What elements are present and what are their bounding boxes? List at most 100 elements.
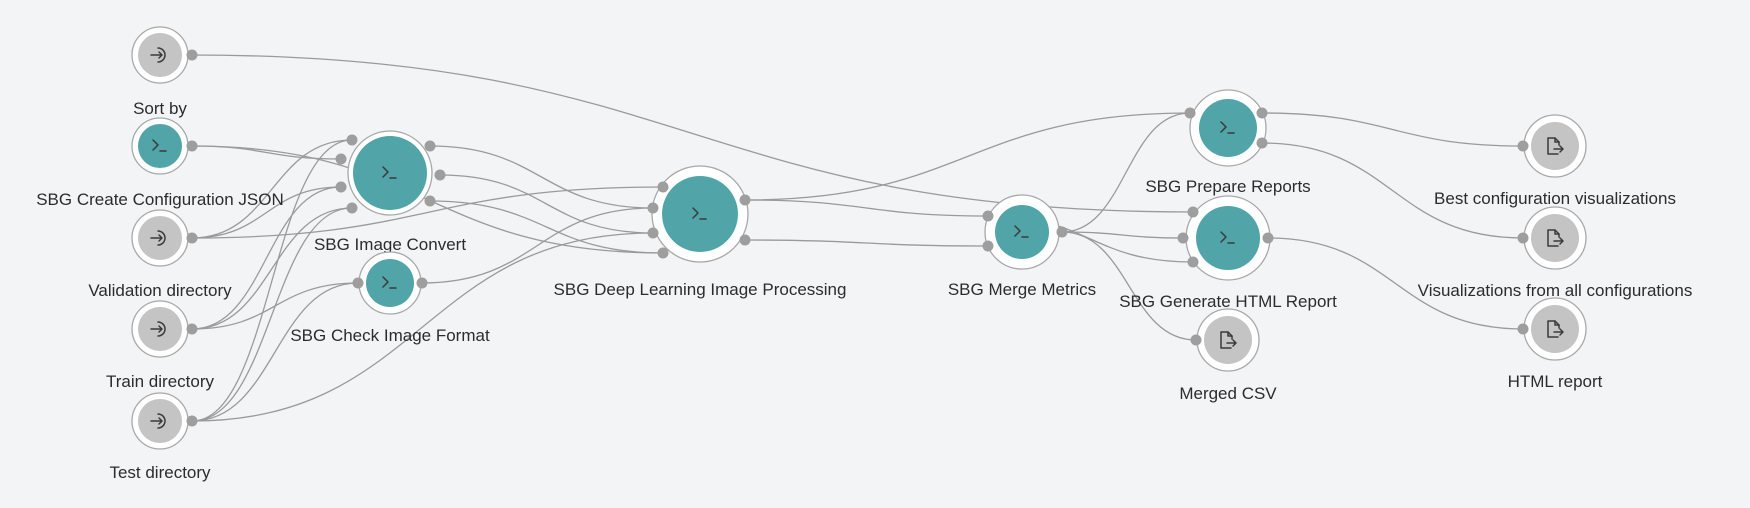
workflow-node-create-config[interactable]: SBG Create Configuration JSON (36, 117, 284, 209)
node-body (995, 205, 1049, 259)
node-port[interactable] (352, 277, 364, 289)
workflow-node-merge-metrics[interactable]: SBG Merge Metrics (948, 194, 1096, 299)
node-port[interactable] (434, 169, 446, 181)
terminal-icon (692, 207, 707, 220)
node-body (1531, 122, 1579, 170)
connection-edge[interactable] (421, 207, 654, 284)
terminal-icon (382, 276, 397, 289)
node-port[interactable] (186, 49, 198, 61)
node-port[interactable] (1517, 140, 1529, 152)
workflow-node-deep-learning[interactable]: SBG Deep Learning Image Processing (554, 165, 847, 299)
connection-edge[interactable] (191, 186, 342, 330)
workflow-node-prepare-reports[interactable]: SBG Prepare Reports (1145, 89, 1311, 196)
node-port[interactable] (1256, 137, 1268, 149)
connection-edge[interactable] (744, 239, 989, 247)
connection-edge[interactable] (429, 145, 654, 209)
terminal-icon (382, 166, 397, 179)
workflow-node-merged-csv[interactable]: Merged CSV (1179, 308, 1277, 403)
terminal-icon (1220, 121, 1235, 134)
node-port[interactable] (1262, 232, 1274, 244)
node-port[interactable] (982, 240, 994, 252)
connection-edge[interactable] (191, 207, 353, 422)
connection-edge[interactable] (1267, 237, 1524, 330)
output-icon (1547, 137, 1564, 155)
connection-edge[interactable] (191, 186, 342, 239)
node-label: Validation directory (88, 281, 232, 300)
connection-edge[interactable] (191, 139, 353, 422)
node-body (138, 124, 182, 168)
node-port[interactable] (1187, 256, 1199, 268)
node-body (1531, 305, 1579, 353)
node-port[interactable] (186, 323, 198, 335)
workflow-node-image-convert[interactable]: SBG Image Convert (314, 130, 466, 254)
node-port[interactable] (657, 247, 669, 259)
workflow-node-test-dir[interactable]: Test directory (109, 392, 211, 482)
workflow-node-html-report[interactable]: HTML report (1508, 297, 1603, 391)
node-port[interactable] (186, 232, 198, 244)
connection-edge[interactable] (191, 232, 654, 422)
node-label: SBG Generate HTML Report (1119, 292, 1337, 311)
connection-edge[interactable] (191, 207, 353, 330)
node-port[interactable] (1187, 206, 1199, 218)
node-port[interactable] (647, 202, 659, 214)
node-body (353, 136, 427, 210)
connection-edge[interactable] (191, 139, 353, 239)
node-port[interactable] (186, 140, 198, 152)
node-port[interactable] (1256, 107, 1268, 119)
input-icon (150, 47, 166, 63)
workflow-node-gen-html[interactable]: SBG Generate HTML Report (1119, 195, 1337, 311)
output-icon (1220, 331, 1237, 349)
edge-layer (191, 54, 1524, 422)
node-body (1199, 99, 1257, 157)
connection-edge[interactable] (1061, 112, 1191, 233)
node-port[interactable] (657, 181, 669, 193)
node-port[interactable] (346, 202, 358, 214)
connection-edge[interactable] (744, 112, 1191, 201)
node-port[interactable] (424, 140, 436, 152)
node-label: Merged CSV (1179, 384, 1277, 403)
node-label: Sort by (133, 99, 187, 118)
workflow-node-check-format[interactable]: SBG Check Image Format (290, 251, 490, 345)
terminal-icon (1220, 231, 1235, 244)
connection-edge[interactable] (191, 282, 359, 422)
node-port[interactable] (186, 415, 198, 427)
connection-edge[interactable] (1061, 231, 1184, 239)
workflow-node-validation-dir[interactable]: Validation directory (88, 209, 232, 300)
workflow-node-train-dir[interactable]: Train directory (106, 300, 215, 391)
node-port[interactable] (1190, 334, 1202, 346)
port-layer (186, 49, 1529, 427)
node-port[interactable] (416, 277, 428, 289)
node-port[interactable] (424, 195, 436, 207)
node-port[interactable] (335, 181, 347, 193)
node-port[interactable] (647, 227, 659, 239)
node-port[interactable] (335, 153, 347, 165)
node-port[interactable] (739, 234, 751, 246)
node-label: Test directory (109, 463, 211, 482)
node-label: SBG Prepare Reports (1145, 177, 1310, 196)
workflow-node-sort-by[interactable]: Sort by (131, 26, 189, 118)
input-icon (150, 413, 166, 429)
connection-edge[interactable] (439, 174, 654, 234)
workflow-node-all-config-vis[interactable]: Visualizations from all configurations (1418, 206, 1693, 300)
workflow-node-best-config-vis[interactable]: Best configuration visualizations (1434, 114, 1676, 208)
node-label: SBG Image Convert (314, 235, 466, 254)
connection-edge[interactable] (1261, 112, 1524, 147)
connection-edge[interactable] (191, 186, 664, 239)
node-label: Train directory (106, 372, 215, 391)
node-port[interactable] (739, 194, 751, 206)
connection-edge[interactable] (744, 199, 989, 217)
node-port[interactable] (1184, 107, 1196, 119)
connection-edge[interactable] (429, 200, 664, 254)
node-label: Best configuration visualizations (1434, 189, 1676, 208)
connection-edge[interactable] (191, 145, 342, 160)
node-port[interactable] (1177, 232, 1189, 244)
node-body (1204, 316, 1252, 364)
connection-edge[interactable] (1261, 142, 1524, 239)
node-port[interactable] (346, 134, 358, 146)
node-port[interactable] (1517, 232, 1529, 244)
node-port[interactable] (982, 210, 994, 222)
node-port[interactable] (1517, 323, 1529, 335)
node-label: HTML report (1508, 372, 1603, 391)
node-port[interactable] (1056, 226, 1068, 238)
